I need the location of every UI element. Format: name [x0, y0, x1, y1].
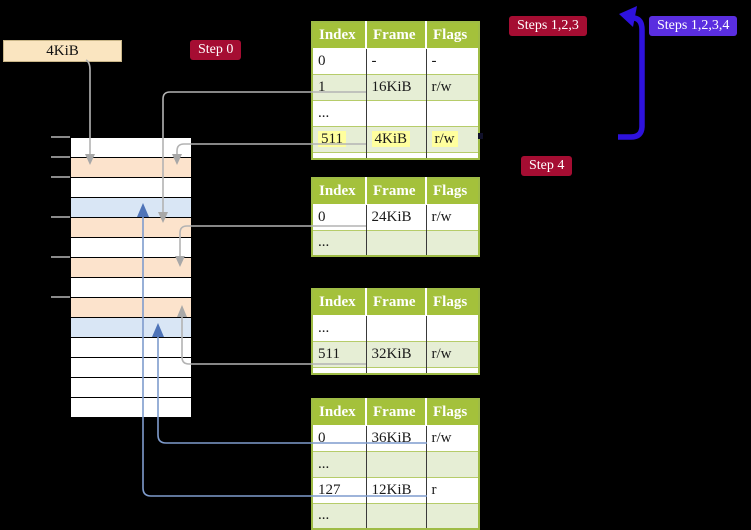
highlighted-cell-text: r/w: [431, 130, 458, 147]
memory-row: [71, 278, 191, 298]
header-frame: Frame: [366, 178, 427, 205]
table-row: ...: [312, 229, 479, 256]
highlighted-cell-text: 511: [318, 130, 346, 147]
page-table-2: Index Frame Flags 0 24KiB r/w ...: [311, 177, 480, 257]
cell-text: 511: [318, 345, 340, 362]
cell-text: -: [371, 52, 377, 69]
table-header-row: Index Frame Flags: [312, 22, 479, 49]
badge-step-0: Step 0: [190, 40, 242, 60]
cell-text: 1: [318, 78, 326, 95]
table-row: ...: [312, 450, 479, 477]
cell-text: r: [431, 481, 437, 498]
table-row-clipped: [312, 366, 479, 374]
cell-text: 36KiB: [371, 429, 412, 446]
header-flags: Flags: [426, 399, 479, 426]
cell-text: -: [431, 52, 437, 69]
memory-row: [71, 178, 191, 198]
cell-text: 0: [318, 208, 326, 225]
cell-text: 16KiB: [371, 78, 412, 95]
table-row: 1 16KiB r/w: [312, 73, 479, 100]
arrowhead-left-icon: [619, 6, 637, 27]
header-index: Index: [312, 178, 367, 205]
thick-return-arrow: [618, 6, 645, 140]
table-header-row: Index Frame Flags: [312, 399, 479, 426]
badge-steps-1-2-3: Steps 1,2,3: [509, 16, 587, 36]
table-row: ...: [312, 99, 479, 126]
memory-row: [71, 258, 191, 278]
header-index: Index: [312, 289, 367, 316]
cell-text: 0: [318, 52, 326, 69]
memory-column: [70, 137, 192, 418]
badge-steps-1-2-3-4: Steps 1,2,3,4: [649, 16, 738, 36]
table-row: ...: [312, 502, 479, 529]
table-row: 127 12KiB r: [312, 476, 479, 503]
page-table-1: Index Frame Flags 0 - - 1 16KiB r/w ... …: [311, 21, 480, 160]
cell-text: r/w: [431, 429, 452, 446]
cell-text: r/w: [431, 208, 452, 225]
cell-text: r/w: [431, 78, 452, 95]
header-index: Index: [312, 399, 367, 426]
table-header-row: Index Frame Flags: [312, 178, 479, 205]
header-index: Index: [312, 22, 367, 49]
cell-text: ...: [318, 319, 330, 336]
memory-row: [71, 238, 191, 258]
memory-row: [71, 138, 191, 158]
cell-text: ...: [318, 507, 330, 524]
memory-row: [71, 298, 191, 318]
header-flags: Flags: [426, 178, 479, 205]
memory-row: [71, 318, 191, 338]
cell-text: r/w: [431, 345, 452, 362]
header-flags: Flags: [426, 289, 479, 316]
cell-text: ...: [318, 455, 330, 472]
memory-tick-marks: [51, 136, 70, 298]
memory-row: [71, 358, 191, 378]
page-table-3: Index Frame Flags ... 511 32KiB r/w: [311, 288, 480, 375]
cell-text: 127: [318, 481, 341, 498]
cell-text: 12KiB: [371, 481, 412, 498]
frame-size-label: 4KiB: [3, 40, 122, 62]
page-table-4: Index Frame Flags 0 36KiB r/w ... 127 12…: [311, 398, 480, 530]
cell-text: 32KiB: [371, 345, 412, 362]
header-flags: Flags: [426, 22, 479, 49]
cell-text: 24KiB: [371, 208, 412, 225]
table-row: 0 - -: [312, 47, 479, 74]
highlighted-cell-text: 4KiB: [371, 130, 411, 147]
table-row: ...: [312, 314, 479, 341]
table-row: 511 32KiB r/w: [312, 340, 479, 367]
memory-row: [71, 378, 191, 398]
cell-text: 0: [318, 429, 326, 446]
table-row-highlighted: 511 4KiB r/w: [312, 125, 479, 152]
memory-row: [71, 398, 191, 417]
table-row: 0 36KiB r/w: [312, 424, 479, 451]
header-frame: Frame: [366, 22, 427, 49]
header-frame: Frame: [366, 399, 427, 426]
badge-step-4: Step 4: [521, 156, 573, 176]
cell-text: ...: [318, 104, 330, 121]
table-header-row: Index Frame Flags: [312, 289, 479, 316]
table-row-clipped: [312, 151, 479, 159]
memory-row: [71, 338, 191, 358]
memory-row: [71, 158, 191, 178]
header-frame: Frame: [366, 289, 427, 316]
memory-row: [71, 198, 191, 218]
table-row: 0 24KiB r/w: [312, 203, 479, 230]
cell-text: ...: [318, 234, 330, 251]
memory-row: [71, 218, 191, 238]
